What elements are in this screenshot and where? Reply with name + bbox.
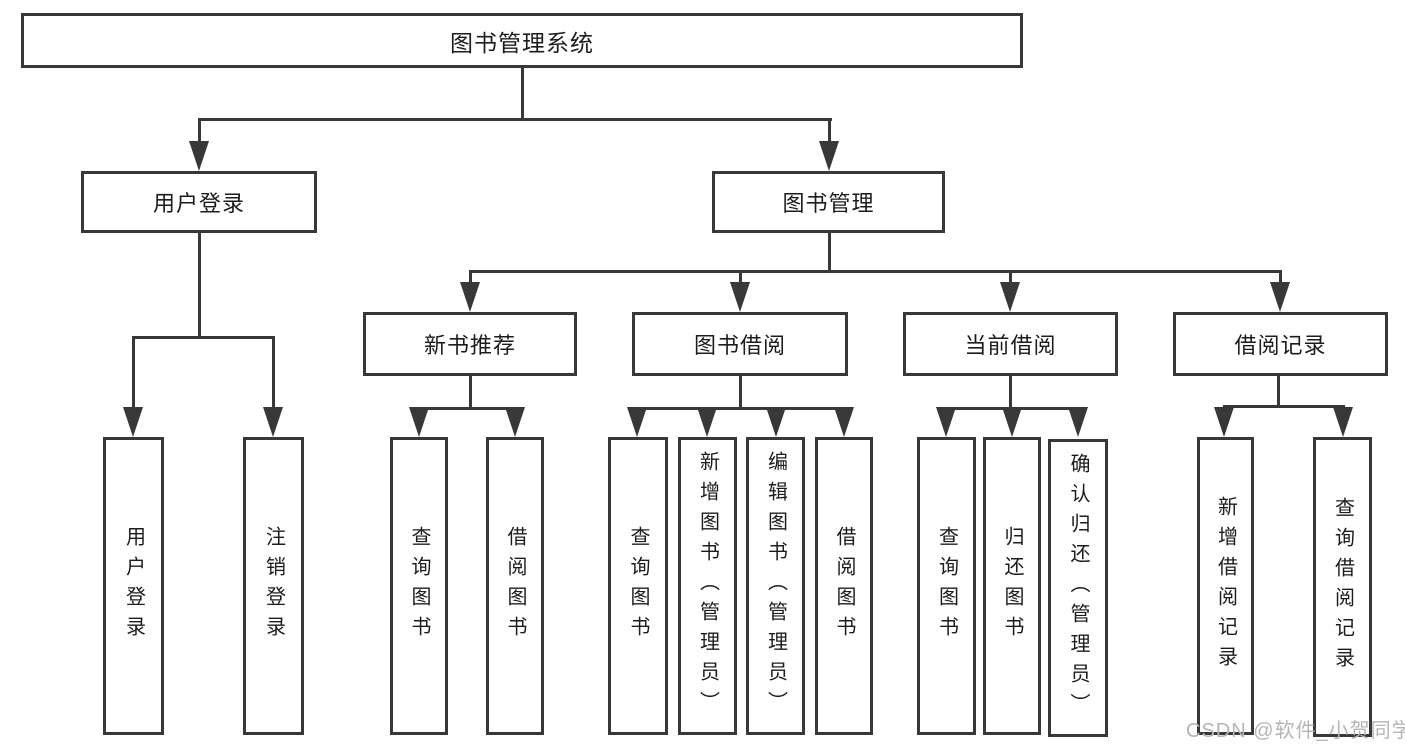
node-label: 用户登录: [122, 526, 145, 646]
connector-arrow: [766, 407, 786, 437]
connector-arrow: [123, 407, 143, 437]
connector-vline: [272, 336, 275, 410]
leaf-query-borrow-record: 查询借阅记录: [1313, 437, 1372, 737]
connector-vline: [1009, 376, 1012, 409]
node-label: 归还图书: [1001, 526, 1023, 646]
node-label: 查询图书: [627, 526, 649, 646]
connector-vline: [828, 118, 831, 146]
connector-vline: [739, 376, 742, 409]
connector-arrow: [1214, 407, 1234, 437]
leaf-add-books-admin: 新增图书（管理员）: [678, 437, 737, 735]
node-borrow-record: 借阅记录: [1173, 312, 1388, 376]
connector-arrow: [1002, 407, 1022, 437]
connector-vline: [198, 118, 201, 146]
connector-hline: [636, 407, 846, 410]
connector-vline: [739, 270, 742, 286]
node-label: 注销登录: [262, 526, 285, 646]
leaf-query-books-borrow: 查询图书: [608, 437, 668, 735]
leaf-borrow-books-recommend: 借阅图书: [486, 437, 544, 735]
connector-arrow: [1333, 407, 1353, 437]
connector-hline: [132, 336, 275, 339]
connector-hline: [198, 118, 832, 121]
csdn-watermark: CSDN @软件_小贺同学: [1186, 720, 1405, 742]
connector-arrow: [460, 282, 480, 312]
connector-arrow: [1270, 282, 1290, 312]
node-root-library-system: 图书管理系统: [21, 13, 1023, 68]
node-label: 确认归还（管理员）: [1067, 453, 1089, 723]
node-label: 查询图书: [408, 526, 430, 646]
connector-arrow: [936, 407, 956, 437]
leaf-edit-books-admin: 编辑图书（管理员）: [746, 437, 805, 735]
node-user-login: 用户登录: [81, 171, 317, 233]
leaf-user-login: 用户登录: [103, 437, 164, 735]
leaf-borrow-books: 借阅图书: [815, 437, 873, 735]
connector-arrow: [409, 407, 429, 437]
connector-arrow: [627, 407, 647, 437]
connector-vline: [469, 376, 472, 409]
node-label: 图书管理: [782, 191, 875, 216]
node-book-borrow: 图书借阅: [632, 312, 848, 376]
node-label: 图书借阅: [693, 333, 786, 358]
node-label: 新书推荐: [423, 333, 516, 358]
connector-hline: [1223, 405, 1345, 408]
connector-hline: [418, 407, 517, 410]
node-label: 借阅图书: [504, 526, 526, 646]
leaf-query-books-current: 查询图书: [917, 437, 976, 735]
leaf-add-borrow-record: 新增借阅记录: [1197, 437, 1254, 735]
connector-arrow: [730, 282, 750, 312]
leaf-confirm-return-admin: 确认归还（管理员）: [1048, 439, 1108, 737]
connector-arrow: [819, 141, 839, 171]
connector-vline: [1277, 376, 1280, 407]
connector-arrow: [189, 141, 209, 171]
leaf-logout: 注销登录: [243, 437, 304, 735]
node-current-borrow: 当前借阅: [903, 312, 1118, 376]
connector-vline: [1279, 270, 1282, 286]
node-label: 新增图书（管理员）: [696, 451, 719, 721]
node-label: 新增借阅记录: [1214, 496, 1237, 676]
connector-arrow: [1068, 407, 1088, 437]
connector-vline: [1009, 270, 1012, 286]
node-label: 图书管理系统: [450, 29, 594, 56]
node-label: 借阅记录: [1234, 333, 1327, 358]
leaf-query-books-recommend: 查询图书: [390, 437, 448, 735]
connector-vline: [828, 233, 831, 272]
node-label: 查询借阅记录: [1331, 497, 1354, 677]
connector-hline: [469, 270, 1282, 273]
node-label: 用户登录: [152, 191, 245, 216]
connector-arrow: [834, 407, 854, 437]
connector-vline: [521, 68, 524, 120]
node-new-book-recommend: 新书推荐: [363, 312, 577, 376]
connector-vline: [469, 270, 472, 286]
node-label: 查询图书: [935, 526, 958, 646]
connector-arrow: [697, 407, 717, 437]
connector-arrow: [263, 407, 283, 437]
node-label: 编辑图书（管理员）: [764, 451, 787, 721]
connector-arrow: [505, 407, 525, 437]
node-label: 借阅图书: [833, 526, 855, 646]
connector-vline: [198, 233, 201, 337]
node-book-management: 图书管理: [712, 171, 945, 233]
leaf-return-books: 归还图书: [983, 437, 1041, 735]
connector-arrow: [1000, 282, 1020, 312]
node-label: 当前借阅: [964, 333, 1057, 358]
connector-vline: [132, 336, 135, 410]
